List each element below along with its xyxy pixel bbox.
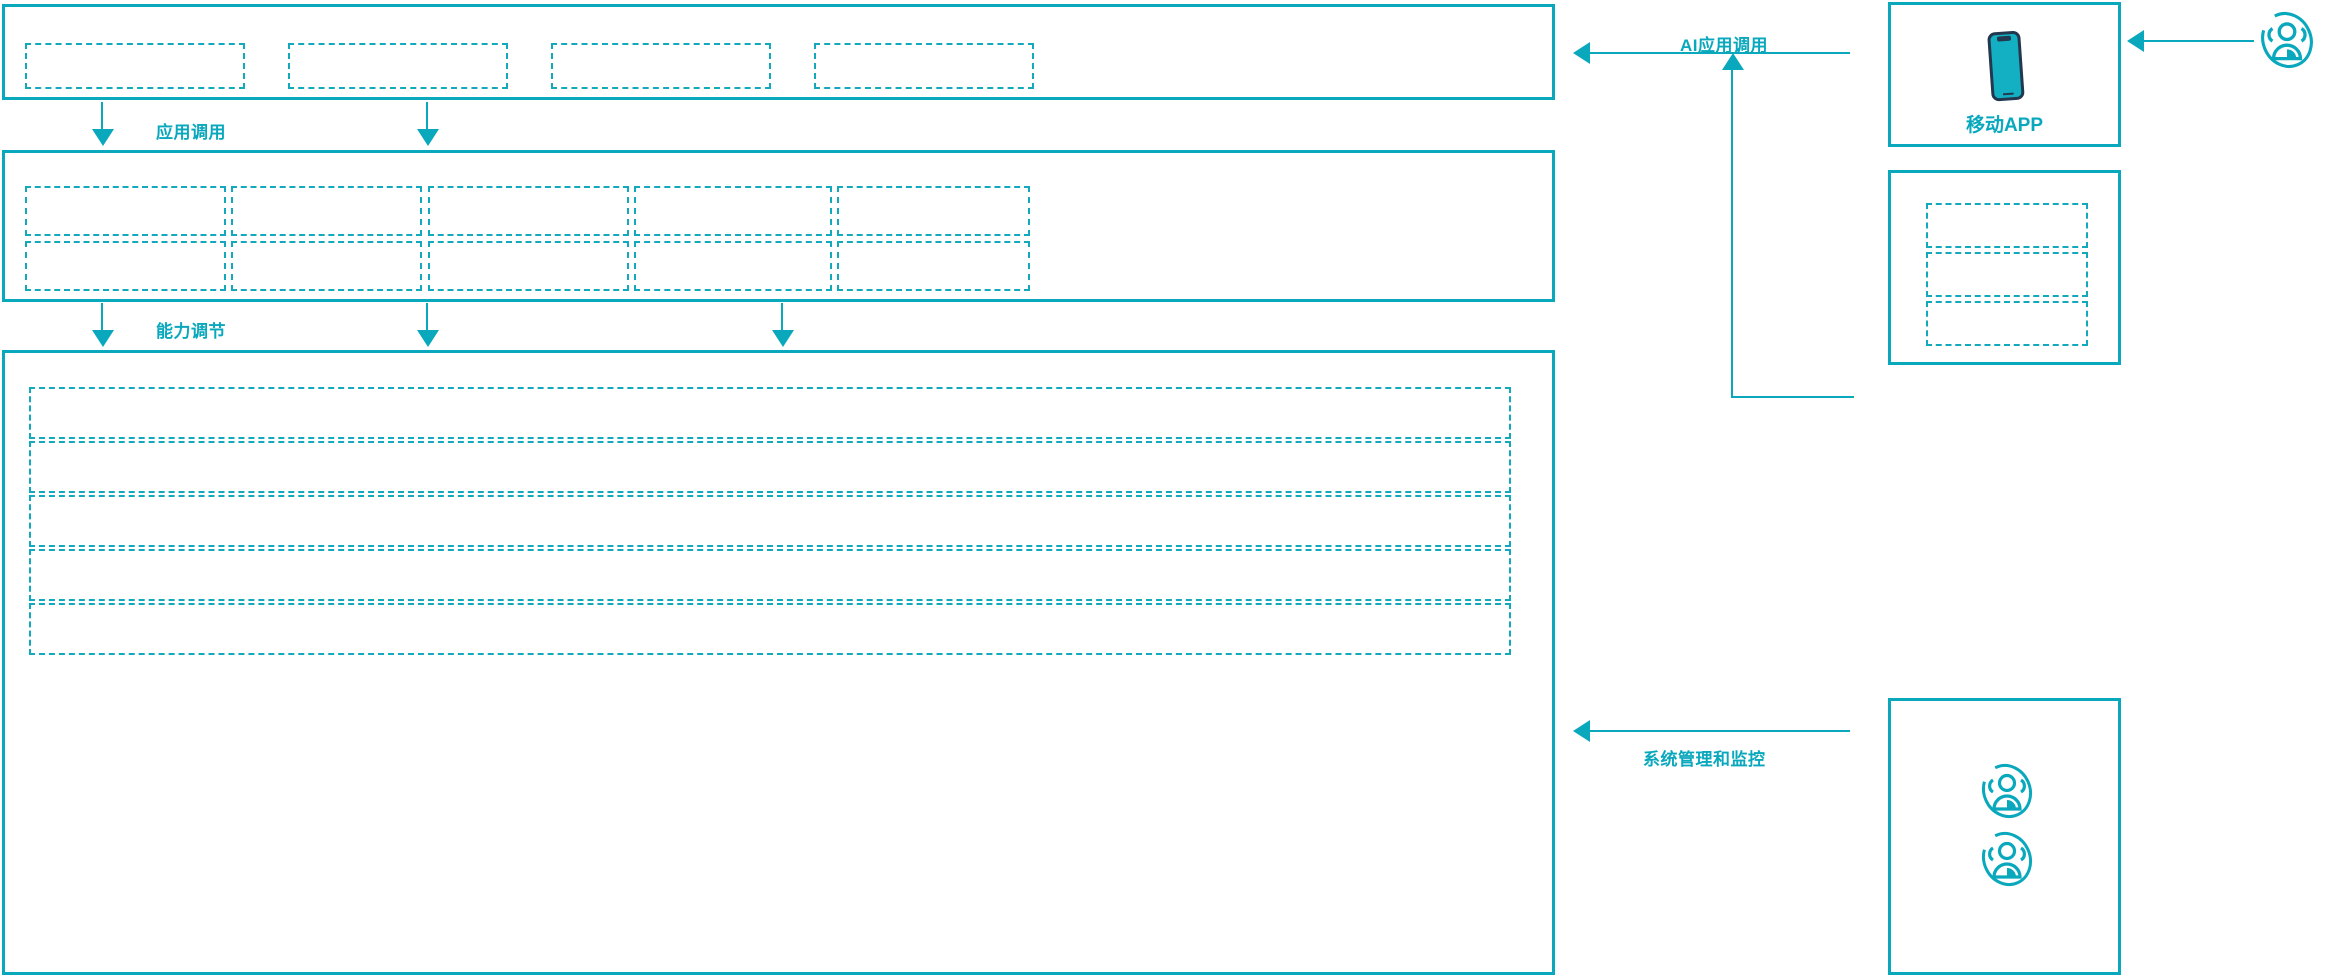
app-invoke-line-left bbox=[101, 102, 103, 136]
ai-app-invoke-riser bbox=[1731, 68, 1733, 398]
ai-app-invoke-arrowhead bbox=[1573, 42, 1590, 64]
platform-row-2[interactable] bbox=[29, 441, 1511, 493]
capability-adjust-arrowhead-1 bbox=[92, 330, 114, 347]
smartphone-icon bbox=[1981, 27, 2033, 107]
application-slot-2[interactable] bbox=[288, 43, 508, 89]
capability-slot-5[interactable] bbox=[837, 186, 1030, 236]
capability-slot-6[interactable] bbox=[25, 241, 226, 291]
platform-row-5[interactable] bbox=[29, 603, 1511, 655]
application-slot-1[interactable] bbox=[25, 43, 245, 89]
ai-app-invoke-line bbox=[1590, 52, 1850, 54]
ai-app-invoke-riser-arrowhead bbox=[1722, 53, 1744, 70]
platform-row-4[interactable] bbox=[29, 549, 1511, 601]
application-slot-3[interactable] bbox=[551, 43, 771, 89]
capability-slot-1[interactable] bbox=[25, 186, 226, 236]
app-invoke-arrowhead-right bbox=[417, 129, 439, 146]
platform-row-1[interactable] bbox=[29, 387, 1511, 439]
external-user-group-icon bbox=[2258, 11, 2316, 69]
ai-app-invoke-riser-foot bbox=[1731, 396, 1854, 398]
capability-adjust-arrowhead-2 bbox=[417, 330, 439, 347]
platform-row-3[interactable] bbox=[29, 495, 1511, 547]
flow-label-capability-adjust: 能力调节 bbox=[156, 322, 226, 341]
channel-slot-3[interactable] bbox=[1926, 301, 2088, 346]
flow-label-system-admin-monitor: 系统管理和监控 bbox=[1643, 750, 1766, 769]
user-group-icon bbox=[1979, 763, 2035, 819]
capability-slot-8[interactable] bbox=[428, 241, 629, 291]
operations-panel bbox=[1888, 698, 2121, 975]
mobile-app-panel: 移动APP bbox=[1888, 2, 2121, 147]
channel-panel bbox=[1888, 170, 2121, 365]
mobile-app-caption: 移动APP bbox=[1965, 115, 2044, 136]
capability-slot-10[interactable] bbox=[837, 241, 1030, 291]
capability-adjust-line-3 bbox=[781, 303, 783, 335]
app-invoke-arrowhead-left bbox=[92, 129, 114, 146]
external-user-arrowhead bbox=[2127, 30, 2144, 52]
capability-layer-panel bbox=[2, 150, 1555, 302]
user-group-icon bbox=[1979, 831, 2035, 887]
capability-slot-9[interactable] bbox=[634, 241, 832, 291]
capability-slot-7[interactable] bbox=[231, 241, 422, 291]
platform-layer-panel bbox=[2, 350, 1555, 975]
capability-slot-2[interactable] bbox=[231, 186, 422, 236]
capability-slot-3[interactable] bbox=[428, 186, 629, 236]
capability-adjust-line-2 bbox=[426, 303, 428, 335]
channel-slot-1[interactable] bbox=[1926, 203, 2088, 248]
app-invoke-line-right bbox=[426, 102, 428, 136]
capability-slot-4[interactable] bbox=[634, 186, 832, 236]
system-admin-monitor-line bbox=[1590, 730, 1850, 732]
flow-label-app-invoke: 应用调用 bbox=[156, 123, 226, 142]
application-slot-4[interactable] bbox=[814, 43, 1034, 89]
channel-slot-2[interactable] bbox=[1926, 252, 2088, 297]
system-admin-monitor-arrowhead bbox=[1573, 720, 1590, 742]
external-user-line bbox=[2144, 40, 2254, 42]
application-layer-panel bbox=[2, 4, 1555, 100]
capability-adjust-line-1 bbox=[101, 303, 103, 335]
capability-adjust-arrowhead-3 bbox=[772, 330, 794, 347]
flow-label-ai-app-invoke: AI应用调用 bbox=[1680, 36, 1768, 55]
